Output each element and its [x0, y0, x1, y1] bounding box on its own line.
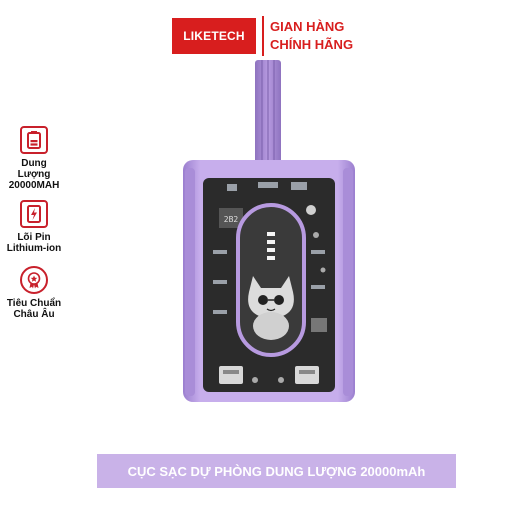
feature-standard: Tiêu Chuẩn Châu Âu [6, 266, 62, 320]
usb-port-left [219, 366, 243, 384]
product-title-banner: CỤC SẠC DỰ PHÒNG DUNG LƯỢNG 20000mAh [97, 454, 456, 488]
feature-core-line1: Lõi Pin [17, 232, 51, 243]
feature-capacity: Dung Lượng 20000MAH [6, 126, 62, 191]
capsule-window [236, 203, 306, 357]
brand-divider [262, 16, 264, 56]
chip-label: 2B2 [224, 215, 239, 224]
feature-capacity-line2: 20000MAH [8, 180, 60, 191]
usb-port-right [295, 366, 319, 384]
brand-logo: LIKETECH [172, 18, 256, 54]
brand-header: LIKETECH GIAN HÀNG CHÍNH HÃNG [172, 16, 353, 56]
feature-core: Lõi Pin Lithium-ion [6, 200, 62, 254]
power-bank-image: 2B2 [183, 60, 355, 410]
feature-standard-line1: Tiêu Chuẩn [6, 298, 62, 309]
cat-figure [248, 276, 294, 340]
lightning-icon [20, 200, 48, 228]
battery-icon [20, 126, 48, 154]
feature-core-line2: Lithium-ion [6, 243, 62, 254]
award-badge-icon [20, 266, 48, 294]
brand-tagline: GIAN HÀNG CHÍNH HÃNG [270, 18, 353, 54]
feature-capacity-line1: Dung Lượng [17, 158, 51, 180]
feature-standard-line2: Châu Âu [13, 309, 55, 320]
brand-tagline-line2: CHÍNH HÃNG [270, 37, 354, 52]
brand-tagline-line1: GIAN HÀNG [270, 19, 345, 34]
